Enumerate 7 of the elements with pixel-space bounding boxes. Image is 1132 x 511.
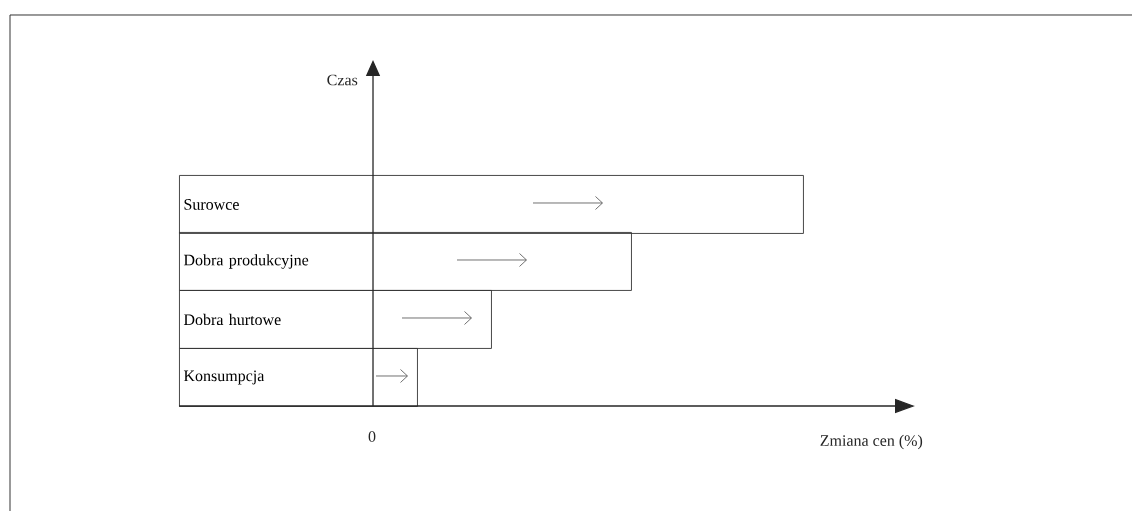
axis-label: Czas	[327, 74, 358, 86]
bar: Surowce	[179, 175, 804, 234]
tick-label: 0	[368, 431, 376, 442]
axis-label: Zmiana cen (%)	[820, 434, 923, 450]
bar: Konsumpcja	[179, 348, 418, 407]
bar: Dobra hurtowe	[179, 290, 492, 349]
bar: Dobra produkcyjne	[179, 232, 632, 291]
